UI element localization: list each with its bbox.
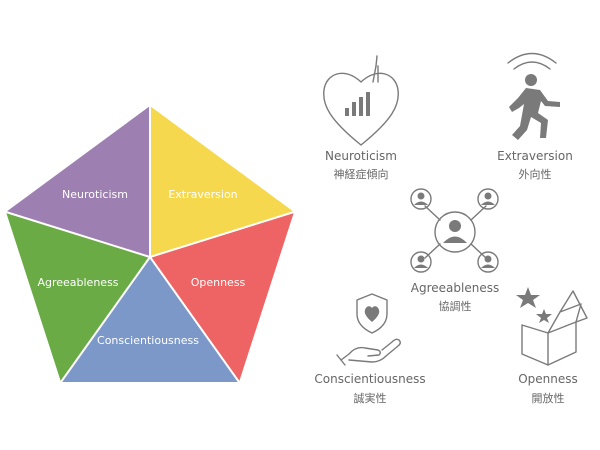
segment-extraversion	[150, 106, 294, 257]
hand-shield-icon	[336, 293, 401, 366]
trait-name-conscientiousness: Conscientiousness	[314, 372, 425, 386]
segment-neuroticism	[6, 106, 150, 257]
walking-person-icon	[507, 52, 560, 140]
heart-chart-icon	[323, 55, 399, 146]
trait-name-agreeableness: Agreeableness	[411, 281, 499, 295]
segment-label-openness: Openness	[191, 276, 246, 289]
trait-name-neuroticism: Neuroticism	[325, 149, 397, 163]
trait-ja-openness: 開放性	[532, 391, 565, 405]
trait-ja-conscientiousness: 誠実性	[354, 391, 387, 405]
people-network-icon	[410, 188, 499, 273]
open-box-stars-icon	[516, 287, 588, 366]
trait-ja-extraversion: 外向性	[519, 167, 552, 181]
segment-label-neuroticism: Neuroticism	[62, 188, 128, 201]
trait-ja-agreeableness: 協調性	[439, 299, 472, 313]
segment-label-extraversion: Extraversion	[168, 188, 237, 201]
segment-conscientiousness	[61, 257, 239, 382]
pentagon-chart: Neuroticism Extraversion Openness Consci…	[5, 106, 295, 383]
segment-openness	[150, 212, 294, 382]
trait-name-openness: Openness	[518, 372, 578, 386]
segment-label-conscientiousness: Conscientiousness	[97, 334, 199, 347]
segment-agreeableness	[6, 212, 150, 382]
trait-ja-neuroticism: 神経症傾向	[334, 167, 389, 181]
segment-label-agreeableness: Agreeableness	[37, 276, 118, 289]
trait-name-extraversion: Extraversion	[497, 149, 573, 163]
